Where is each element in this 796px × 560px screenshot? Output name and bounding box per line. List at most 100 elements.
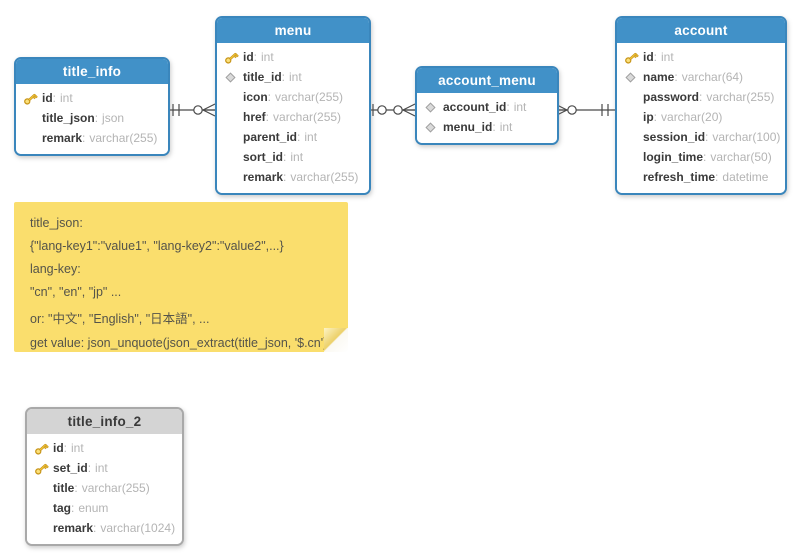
field-name: title_id <box>243 70 285 84</box>
field-name: sort_id <box>243 150 286 164</box>
field-name: password <box>643 90 702 104</box>
field-row-title_info-remark[interactable]: remark varchar(255) <box>23 128 164 148</box>
field-type: int <box>60 91 73 105</box>
note-line: title_json: <box>30 216 83 230</box>
field-type: varchar(255) <box>275 90 344 104</box>
field-row-title_info_2-tag[interactable]: tagenum <box>34 498 178 518</box>
field-name: account_id <box>443 100 510 114</box>
diamond-icon <box>224 71 243 84</box>
field-row-account_menu-menu_id[interactable]: menu_idint <box>424 117 553 137</box>
note-line: get value: json_unquote(json_extract(tit… <box>30 336 328 350</box>
relationship-menu-account_menu[interactable] <box>367 103 416 117</box>
diamond-icon <box>424 101 443 114</box>
field-row-account-session_id[interactable]: session_id varchar(100) <box>624 127 781 147</box>
table-menu[interactable]: menuidinttitle_idinticonvarchar(255)href… <box>215 16 371 195</box>
field-name: set_id <box>53 461 91 475</box>
field-row-menu-remark[interactable]: remark varchar(255) <box>224 167 365 187</box>
field-name: parent_id <box>243 130 300 144</box>
field-name: href <box>243 110 269 124</box>
sticky-note-text: title_json: {"lang-key1":"value1", "lang-… <box>30 216 332 350</box>
field-row-account-ip[interactable]: ip varchar(20) <box>624 107 781 127</box>
field-name: login_time <box>643 150 706 164</box>
field-type: int <box>304 130 318 144</box>
table-header-account_menu[interactable]: account_menu <box>417 68 557 93</box>
field-row-title_info-id[interactable]: idint <box>23 88 164 108</box>
field-row-menu-parent_id[interactable]: parent_id int <box>224 127 365 147</box>
field-row-title_info-title_json[interactable]: title_json json <box>23 108 164 128</box>
field-type: varchar(255) <box>89 131 158 145</box>
field-name: id <box>243 50 257 64</box>
field-name: session_id <box>643 130 708 144</box>
field-row-menu-href[interactable]: href varchar(255) <box>224 107 365 127</box>
field-name: id <box>643 50 657 64</box>
field-name: icon <box>243 90 271 104</box>
field-row-title_info_2-title[interactable]: titlevarchar(255) <box>34 478 178 498</box>
table-body-account_menu: account_idintmenu_idint <box>417 93 557 143</box>
field-name: ip <box>643 110 657 124</box>
field-type: int <box>71 441 84 455</box>
field-name: refresh_time <box>643 170 718 184</box>
table-body-title_info: idint title_json json remark varchar(255) <box>16 84 168 154</box>
field-type: int <box>290 150 304 164</box>
field-row-title_info_2-remark[interactable]: remark varchar(1024) <box>34 518 178 538</box>
field-name: remark <box>243 170 286 184</box>
field-row-account-password[interactable]: password varchar(255) <box>624 87 781 107</box>
field-row-menu-sort_id[interactable]: sort_id int <box>224 147 365 167</box>
diamond-icon <box>624 71 643 84</box>
table-body-menu: idinttitle_idinticonvarchar(255)hrefvarc… <box>217 43 369 193</box>
field-type: int <box>513 100 527 114</box>
field-name: remark <box>42 131 85 145</box>
field-name: title_json <box>42 111 98 125</box>
field-type: varchar(255) <box>706 90 775 104</box>
field-name: tag <box>53 501 74 515</box>
field-row-account-id[interactable]: idint <box>624 47 781 67</box>
field-type: varchar(255) <box>273 110 342 124</box>
field-type: int <box>289 70 302 84</box>
field-row-account-login_time[interactable]: login_timevarchar(50) <box>624 147 781 167</box>
table-header-title_info[interactable]: title_info <box>16 59 168 84</box>
field-row-account-name[interactable]: namevarchar(64) <box>624 67 781 87</box>
field-type: varchar(255) <box>81 481 150 495</box>
sticky-note[interactable]: title_json: {"lang-key1":"value1", "lang-… <box>14 202 348 352</box>
field-type: varchar(100) <box>712 130 781 144</box>
table-header-account[interactable]: account <box>617 18 785 43</box>
field-type: varchar(20) <box>661 110 723 124</box>
key-icon <box>224 50 243 65</box>
table-header-menu[interactable]: menu <box>217 18 369 43</box>
table-header-title_info_2[interactable]: title_info_2 <box>27 409 182 434</box>
relationship-account_menu-account[interactable] <box>554 103 615 117</box>
field-type: enum <box>78 501 109 515</box>
note-fold-corner-icon <box>324 328 348 352</box>
field-type: int <box>499 120 513 134</box>
field-type: int <box>661 50 674 64</box>
key-icon <box>34 461 53 476</box>
note-line: {"lang-key1":"value1", "lang-key2":"valu… <box>30 239 284 253</box>
field-row-account_menu-account_id[interactable]: account_idint <box>424 97 553 117</box>
key-icon <box>23 91 42 106</box>
field-type: datetime <box>722 170 769 184</box>
relationship-title_info-menu[interactable] <box>166 103 216 117</box>
field-row-title_info_2-set_id[interactable]: set_idint <box>34 458 178 478</box>
field-type: varchar(64) <box>681 70 744 84</box>
field-row-menu-icon[interactable]: icon varchar(255) <box>224 87 365 107</box>
table-title_info_2[interactable]: title_info_2idintset_idinttitlevarchar(2… <box>25 407 184 546</box>
field-type: varchar(255) <box>290 170 359 184</box>
field-row-menu-title_id[interactable]: title_id int <box>224 67 365 87</box>
table-account[interactable]: accountidintnamevarchar(64)passwordvarch… <box>615 16 787 195</box>
field-type: varchar(1024) <box>100 521 176 535</box>
diamond-icon <box>424 121 443 134</box>
table-title_info[interactable]: title_infoidint title_json json remark varch… <box>14 57 170 156</box>
field-name: id <box>53 441 67 455</box>
field-row-menu-id[interactable]: idint <box>224 47 365 67</box>
field-name: remark <box>53 521 96 535</box>
field-row-title_info_2-id[interactable]: idint <box>34 438 178 458</box>
field-type: int <box>261 50 274 64</box>
note-line: or: "中文", "English", "日本語", ... <box>30 312 210 326</box>
field-row-account-refresh_time[interactable]: refresh_time datetime <box>624 167 781 187</box>
note-line: lang-key: <box>30 262 81 276</box>
note-line: "cn", "en", "jp" ... <box>30 285 122 299</box>
field-type: json <box>102 111 125 125</box>
